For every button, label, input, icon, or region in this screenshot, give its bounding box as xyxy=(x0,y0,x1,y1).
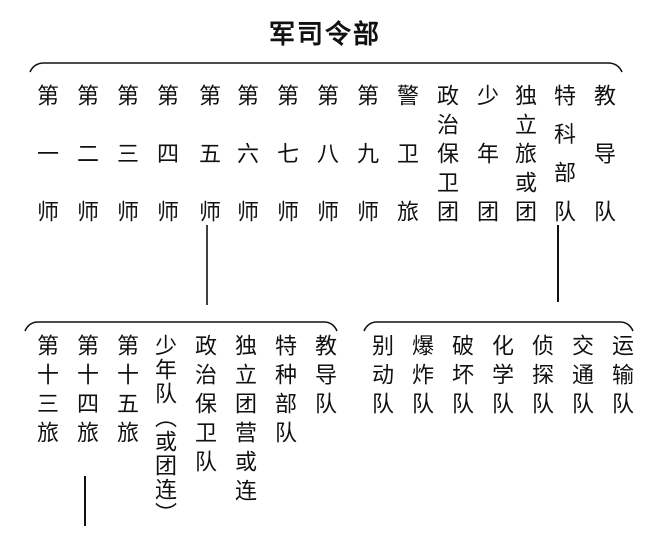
subunit-column: 爆炸队 xyxy=(408,334,433,421)
subunit-column: 第十三旅 xyxy=(33,334,58,450)
subunit-column: 运输队 xyxy=(608,334,633,421)
unit-column: 特科部队 xyxy=(550,84,575,222)
left-sub-bracket xyxy=(24,321,338,332)
subunit-column: 特种部队 xyxy=(271,334,296,450)
unit-column: 第二师 xyxy=(73,84,98,222)
unit-column: 第三师 xyxy=(113,84,138,222)
top-bracket xyxy=(29,62,623,73)
unit-column: 第六师 xyxy=(233,84,258,222)
unit-column: 第四师 xyxy=(153,84,178,222)
unit-column: 第八师 xyxy=(313,84,338,222)
subunit-column: 化学队 xyxy=(488,334,513,421)
unit-column: 教导队 xyxy=(590,84,615,222)
unit-column: 独立旅或团 xyxy=(511,84,536,222)
subunit-column: 政治保卫队 xyxy=(191,334,216,479)
unit-column: 第五师 xyxy=(195,84,220,222)
unit-column: 第七师 xyxy=(273,84,298,222)
chart-title: 军司令部 xyxy=(268,20,381,50)
subunit-column: 独立团营或连 xyxy=(231,334,256,508)
unit-column: 警卫旅 xyxy=(393,84,418,222)
subunit-column: 少年队（或团连） xyxy=(151,334,176,526)
unit-column: 少年团 xyxy=(473,84,498,222)
subunit-column: 第十五旅 xyxy=(113,334,138,450)
unit-column: 第一师 xyxy=(33,84,58,222)
subunit-column: 第十四旅 xyxy=(73,334,98,450)
subunit-column: 破坏队 xyxy=(448,334,473,421)
subunit-column: 教导队 xyxy=(311,334,336,421)
subunit-column: 侦探队 xyxy=(528,334,553,421)
subunit-column: 交通队 xyxy=(568,334,593,421)
right-sub-bracket xyxy=(363,321,634,332)
unit-column: 政治保卫团 xyxy=(433,84,458,222)
unit-column: 第九师 xyxy=(353,84,378,222)
subunit-column: 别动队 xyxy=(368,334,393,421)
